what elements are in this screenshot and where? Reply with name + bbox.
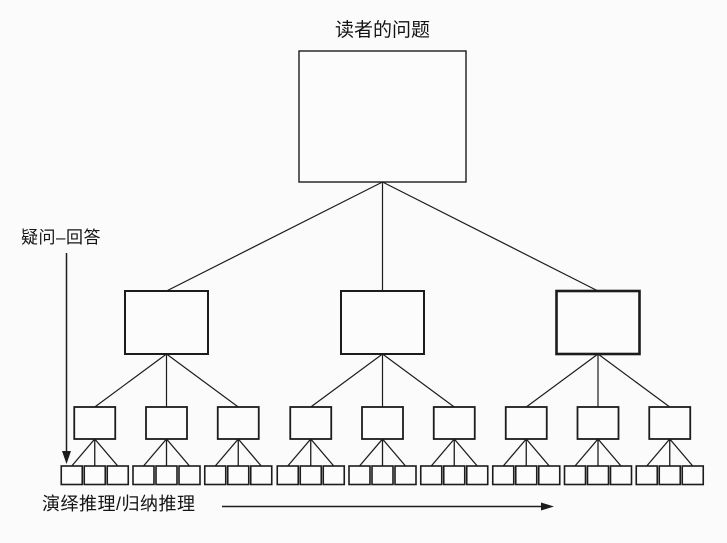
- leaf-box: [73, 406, 117, 440]
- root-branch-connector-line: [382, 181, 599, 292]
- subleaf-box: [658, 465, 682, 486]
- subleaf-box: [681, 465, 705, 486]
- leaf-subleaf-connector-line: [502, 438, 527, 467]
- root-box: [298, 50, 467, 183]
- subleaf-box: [442, 465, 466, 486]
- subleaf-box: [514, 465, 538, 486]
- subleaf-box: [226, 465, 250, 486]
- leaf-subleaf-connector-line: [310, 438, 335, 467]
- subleaf-box: [178, 465, 201, 486]
- branch-box: [124, 290, 209, 355]
- subleaf-box: [491, 465, 515, 486]
- subleaf-box: [299, 465, 323, 486]
- leaf-subleaf-connector-line: [214, 438, 239, 467]
- leaf-subleaf-connector-line: [71, 438, 96, 467]
- subleaf-box: [249, 465, 273, 486]
- leaf-subleaf-connector-line: [382, 438, 406, 467]
- branch-leaf-connector-line: [166, 353, 239, 408]
- leaf-subleaf-connector-line: [94, 438, 119, 467]
- subleaf-box: [106, 465, 130, 486]
- leaf-box: [648, 406, 692, 440]
- subleaf-box: [537, 465, 561, 486]
- leaf-box: [432, 406, 476, 440]
- leaf-subleaf-connector-line: [525, 438, 550, 467]
- subleaf-box: [83, 465, 107, 486]
- subleaf-box: [155, 465, 178, 486]
- branch-leaf-connector-line: [597, 353, 671, 408]
- leaf-subleaf-connector-line: [574, 438, 599, 467]
- leaf-box: [145, 406, 188, 440]
- branch-leaf-connector-line: [94, 353, 167, 408]
- root-branch-connector-line: [166, 181, 383, 292]
- branch-leaf-connector-line: [310, 353, 383, 408]
- branch-box: [555, 289, 641, 356]
- leaf-box: [576, 406, 620, 440]
- subleaf-box: [586, 465, 610, 486]
- bottom-axis-label: 演绎推理/归纳推理: [42, 494, 196, 514]
- subleaf-box: [203, 465, 227, 486]
- subleaf-box: [635, 465, 659, 486]
- leaf-subleaf-connector-line: [237, 438, 262, 467]
- subleaf-box: [322, 465, 346, 486]
- leaf-subleaf-connector-line: [597, 438, 622, 467]
- diagram-title: 读者的问题: [334, 20, 430, 41]
- leaf-subleaf-connector-line: [166, 438, 190, 467]
- subleaf-box: [371, 465, 394, 486]
- branch-leaf-connector-line: [525, 353, 599, 408]
- leaf-box: [289, 406, 333, 440]
- right-arrowhead-icon: [541, 502, 554, 511]
- leaf-box: [216, 406, 260, 440]
- subleaf-box: [563, 465, 587, 486]
- subleaf-box: [60, 465, 84, 486]
- subleaf-box: [394, 465, 417, 486]
- subleaf-box: [132, 465, 155, 486]
- down-arrowhead-icon: [62, 451, 71, 464]
- leaf-subleaf-connector-line: [430, 438, 455, 467]
- branch-box: [340, 290, 425, 355]
- subleaf-box: [348, 465, 371, 486]
- subleaf-box: [465, 465, 489, 486]
- leaf-subleaf-connector-line: [359, 438, 383, 467]
- subleaf-box: [609, 465, 633, 486]
- left-axis-label: 疑问–回答: [21, 228, 101, 247]
- leaf-box: [361, 406, 404, 440]
- leaf-subleaf-connector-line: [669, 438, 694, 467]
- subleaf-box: [419, 465, 443, 486]
- leaf-subleaf-connector-line: [287, 438, 312, 467]
- leaf-box: [504, 406, 548, 440]
- leaf-subleaf-connector-line: [646, 438, 671, 467]
- branch-leaf-connector-line: [382, 353, 455, 408]
- subleaf-box: [276, 465, 300, 486]
- leaf-subleaf-connector-line: [143, 438, 167, 467]
- leaf-subleaf-connector-line: [453, 438, 478, 467]
